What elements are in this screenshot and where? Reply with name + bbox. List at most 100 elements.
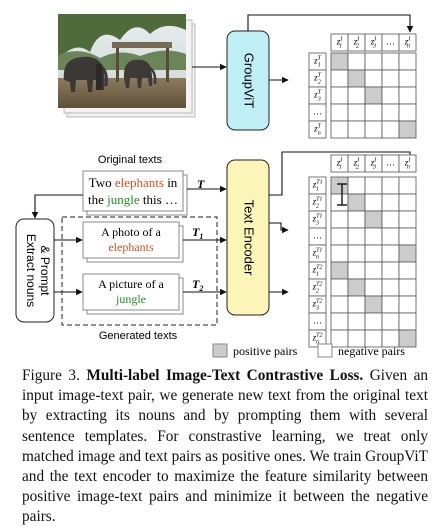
- negative-pair-cell: [330, 312, 349, 331]
- negative-pair-cell: [364, 227, 383, 246]
- negative-pair-cell: [398, 278, 417, 297]
- generated-texts-label: Generated texts: [99, 330, 178, 342]
- negative-pair-cell: [398, 210, 417, 229]
- generated-text-box-2: [82, 273, 180, 311]
- extract-label-line1: Extract nouns: [24, 234, 38, 307]
- negative-pair-cell: [381, 210, 400, 229]
- negative-pair-cell: [398, 52, 417, 71]
- negative-pair-cell: [398, 86, 417, 105]
- negative-pair-cell: [364, 312, 383, 331]
- negative-pair-cell: [381, 312, 400, 331]
- generated-texts-group: [61, 216, 218, 326]
- negative-pair-cell: [398, 193, 417, 212]
- symbol-T: T: [197, 177, 205, 191]
- negative-pair-cell: [330, 295, 349, 314]
- positive-pair-cell: [347, 278, 366, 297]
- negative-pair-cell: [364, 261, 383, 280]
- keyword-jungle: jungle: [106, 192, 140, 207]
- negative-pair-cell: [364, 278, 383, 297]
- caption-body: Given an input image-text pair, we gener…: [22, 367, 429, 526]
- negative-pair-cell: [347, 52, 366, 71]
- legend-positive-swatch: [212, 343, 228, 358]
- legend-negative-swatch: [317, 343, 333, 358]
- negative-pair-cell: [381, 244, 400, 263]
- negative-pair-cell: [381, 86, 400, 105]
- row-header-cell: [308, 120, 327, 139]
- negative-pair-cell: [347, 295, 366, 314]
- col-header-label: …: [386, 158, 395, 168]
- figure-diagram: GroupViT Text Encoder Extract nouns & Pr…: [15, 14, 417, 358]
- negative-pair-cell: [330, 227, 349, 246]
- negative-pair-cell: [398, 295, 417, 314]
- i-beam-marker: [337, 183, 347, 206]
- negative-pair-cell: [398, 103, 417, 122]
- negative-pair-cell: [347, 210, 366, 229]
- negative-pair-cell: [330, 244, 349, 263]
- generated-1-line1: A photo of a: [101, 225, 161, 239]
- negative-pair-cell: [398, 227, 417, 246]
- positive-pair-cell: [364, 210, 383, 229]
- positive-pair-cell: [364, 295, 383, 314]
- figure-caption: Figure 3. Multi-label Image-Text Contras…: [22, 367, 429, 526]
- negative-pair-cell: [364, 69, 383, 88]
- negative-pair-cell: [381, 193, 400, 212]
- negative-pair-cell: [330, 210, 349, 229]
- negative-pair-cell: [347, 227, 366, 246]
- row-header-label: …: [313, 316, 322, 326]
- negative-pair-cell: [347, 312, 366, 331]
- col-header-label: …: [386, 37, 395, 47]
- negative-pair-cell: [381, 176, 400, 195]
- elephant-photo: [58, 14, 186, 108]
- positive-pair-cell: [398, 120, 417, 139]
- row-header-label: …: [313, 107, 322, 117]
- negative-pair-cell: [398, 261, 417, 280]
- extract-label-line2: & Prompt: [38, 245, 52, 296]
- negative-pair-cell: [364, 120, 383, 139]
- positive-pair-cell: [330, 176, 349, 195]
- negative-pair-cell: [381, 278, 400, 297]
- negative-pair-cell: [381, 69, 400, 88]
- original-text-line2: the jungle this …: [88, 192, 178, 207]
- positive-pair-cell: [364, 86, 383, 105]
- col-header-cell: [398, 33, 417, 52]
- text-encoder-label: Text Encoder: [242, 200, 257, 277]
- extract-prompt-box: [15, 218, 55, 323]
- positive-pair-cell: [398, 244, 417, 263]
- positive-pair-cell: [330, 52, 349, 71]
- generated-2-line1: A picture of a: [98, 277, 164, 291]
- negative-pair-cell: [381, 261, 400, 280]
- keyword-elephants: elephants: [115, 175, 164, 190]
- generated-2-keyword: jungle: [115, 292, 146, 306]
- caption-label: Figure 3.: [22, 367, 80, 384]
- symbol-T2: T2: [192, 277, 203, 293]
- negative-pair-cell: [330, 278, 349, 297]
- col-header-cell: [398, 154, 417, 173]
- negative-pair-cell: [364, 52, 383, 71]
- negative-pair-cell: [381, 52, 400, 71]
- negative-pair-cell: [330, 103, 349, 122]
- legend-negative-label: negative pairs: [338, 344, 405, 358]
- text-encoder: [226, 159, 270, 316]
- legend-positive-label: positive pairs: [233, 344, 298, 358]
- groupvit-label: GroupViT: [242, 53, 257, 108]
- negative-pair-cell: [398, 176, 417, 195]
- positive-pair-cell: [347, 193, 366, 212]
- negative-pair-cell: [364, 193, 383, 212]
- negative-pair-cell: [381, 103, 400, 122]
